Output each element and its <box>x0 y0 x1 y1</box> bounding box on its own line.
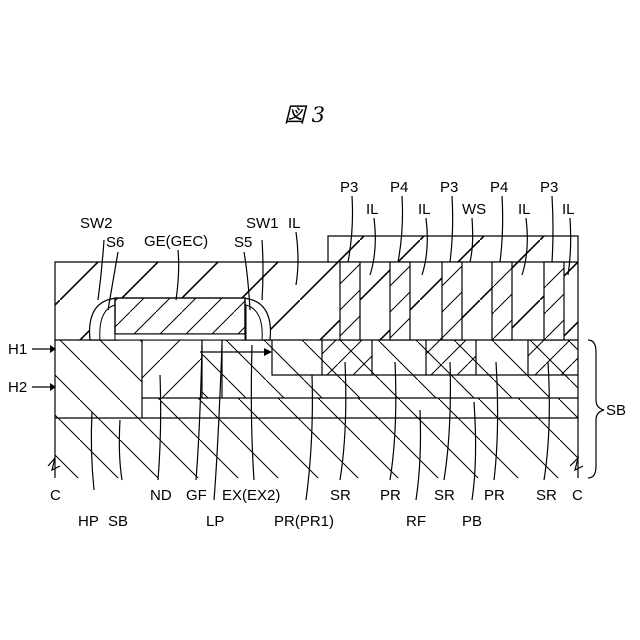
figure-title: 図 3 <box>284 103 325 127</box>
label-p3-b: P3 <box>440 179 458 196</box>
label-sw1: SW1 <box>246 215 279 232</box>
label-il-3: IL <box>518 201 531 218</box>
label-sr-1: SR <box>330 487 351 504</box>
label-p4-b: P4 <box>490 179 508 196</box>
label-sw2: SW2 <box>80 215 113 232</box>
label-pr-2: PR <box>484 487 505 504</box>
label-ws: WS <box>462 201 486 218</box>
label-pr-1: PR <box>380 487 401 504</box>
label-il-4: IL <box>562 201 575 218</box>
label-p4-a: P4 <box>390 179 408 196</box>
label-s5: S5 <box>234 234 252 251</box>
region-channel <box>202 340 272 398</box>
label-hp: HP <box>78 513 99 530</box>
gate-structure <box>90 298 271 340</box>
label-h1: H1 <box>8 341 27 358</box>
semiconductor-region-right <box>272 340 578 398</box>
label-rf: RF <box>406 513 426 530</box>
label-sr-3: SR <box>536 487 557 504</box>
label-sb-brace: SB <box>606 402 626 419</box>
label-pb: PB <box>462 513 482 530</box>
label-sr-2: SR <box>434 487 455 504</box>
label-il-1: IL <box>366 201 379 218</box>
label-gf: GF <box>186 487 207 504</box>
label-p3-c: P3 <box>540 179 558 196</box>
label-ge: GE(GEC) <box>144 233 208 250</box>
label-pr-pr1: PR(PR1) <box>274 513 334 530</box>
label-c-right: C <box>572 487 583 504</box>
label-c-left: C <box>50 487 61 504</box>
label-il-main: IL <box>288 215 301 232</box>
label-s6: S6 <box>106 234 124 251</box>
h-arrows <box>32 345 56 391</box>
label-sb-bottom: SB <box>108 513 128 530</box>
label-il-2: IL <box>418 201 431 218</box>
label-lp: LP <box>206 513 224 530</box>
label-p3-a: P3 <box>340 179 358 196</box>
label-nd: ND <box>150 487 172 504</box>
sb-brace <box>588 340 604 478</box>
label-ex: EX(EX2) <box>222 487 280 504</box>
semiconductor-layer-hp <box>55 340 142 418</box>
label-h2: H2 <box>8 379 27 396</box>
